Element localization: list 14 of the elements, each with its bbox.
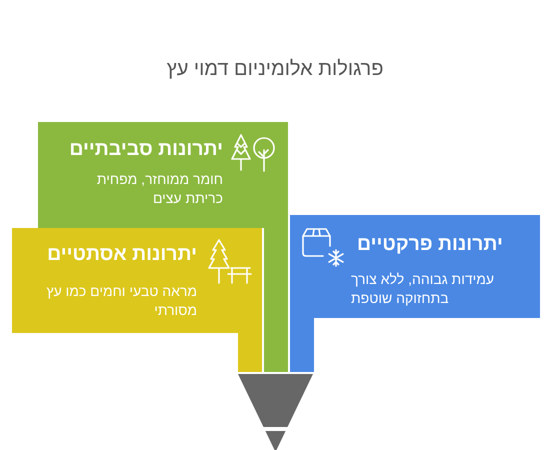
box-text: חומר ממוחזר, מפחית כריתת עצים xyxy=(96,171,223,206)
box-text: עמידות גבוהה, ללא צורך בתחזוקה שוטפת xyxy=(351,270,494,306)
band-connector xyxy=(290,318,314,372)
band-connector xyxy=(264,228,288,372)
band-connector xyxy=(238,333,262,372)
info-box xyxy=(12,228,262,333)
info-box xyxy=(290,215,540,318)
box-heading: יתרונות סביבתיים xyxy=(69,138,223,160)
box-heading: יתרונות אסתטיים xyxy=(47,243,197,265)
box-text: מראה טבעי וחמים כמו עץ מסורתי xyxy=(46,282,197,318)
box-heading: יתרונות פרקטיים xyxy=(357,232,503,254)
info-box xyxy=(38,122,288,228)
title: פרגולות אלומיניום דמוי עץ xyxy=(166,58,384,80)
funnel xyxy=(238,374,313,450)
